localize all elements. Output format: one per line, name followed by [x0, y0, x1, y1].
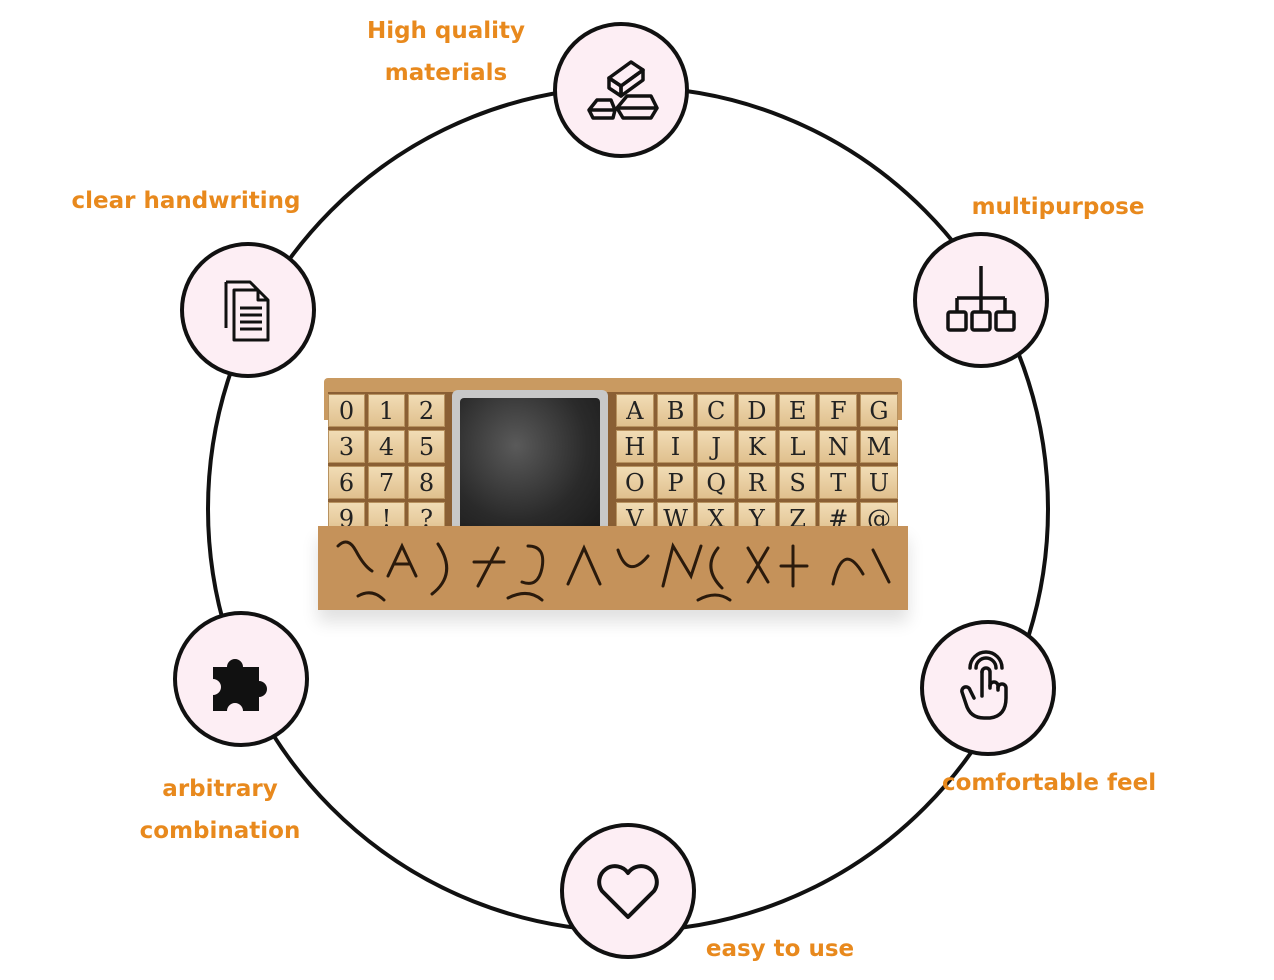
label-easy-to-use: easy to use [705, 936, 855, 962]
heart-icon [597, 864, 659, 919]
stamp-key: G [860, 394, 898, 427]
gold-bars-icon [587, 60, 659, 120]
pointing-hand-icon [960, 650, 1008, 720]
label-comfortable-feel: comfortable feel [942, 770, 1157, 796]
feature-node-clear-handwriting [180, 242, 316, 378]
stamp-key: S [778, 466, 817, 499]
label-multipurpose: multipurpose [971, 194, 1145, 220]
stamp-key: Q [697, 466, 736, 499]
feature-node-high-quality [553, 22, 689, 158]
stamp-key: 2 [408, 394, 445, 427]
stamp-key: T [819, 466, 858, 499]
stamp-key: 7 [368, 466, 405, 499]
feature-node-multipurpose [913, 232, 1049, 368]
stamp-key: 3 [328, 430, 365, 463]
stamp-key: H [616, 430, 654, 463]
stamp-key: 1 [368, 394, 405, 427]
stamp-key: U [860, 466, 898, 499]
stamp-key: D [738, 394, 776, 427]
stamp-key: O [616, 466, 654, 499]
feature-node-comfortable-feel [920, 620, 1056, 756]
feature-node-easy-to-use [560, 823, 696, 959]
stamp-key: N [819, 430, 858, 463]
label-clear-handwriting: clear handwriting [71, 188, 301, 214]
stamp-key: L [778, 430, 817, 463]
label-arbitrary-combination: arbitrary combination [139, 776, 301, 844]
label-high-quality-materials: High quality materials [366, 18, 526, 86]
stamp-key: E [778, 394, 817, 427]
stamp-key: 8 [408, 466, 445, 499]
stamp-key: 6 [328, 466, 365, 499]
stamp-key: C [697, 394, 736, 427]
stamp-key: P [656, 466, 695, 499]
stamp-key: K [738, 430, 776, 463]
stamp-key: 0 [328, 394, 365, 427]
hierarchy-icon [946, 266, 1016, 332]
stamp-key: J [697, 430, 736, 463]
documents-icon [224, 280, 270, 342]
ink-pad [452, 390, 608, 542]
stamp-key: I [656, 430, 695, 463]
stamp-key: A [616, 394, 654, 427]
feature-node-arbitrary-combination [173, 611, 309, 747]
stamp-key: 4 [368, 430, 405, 463]
stamp-key: R [738, 466, 776, 499]
stamp-key: 5 [408, 430, 445, 463]
stamp-key: B [656, 394, 695, 427]
box-front-panel [318, 526, 908, 610]
stamp-key: F [819, 394, 858, 427]
puzzle-piece-icon [213, 659, 267, 711]
stamp-key: M [860, 430, 898, 463]
